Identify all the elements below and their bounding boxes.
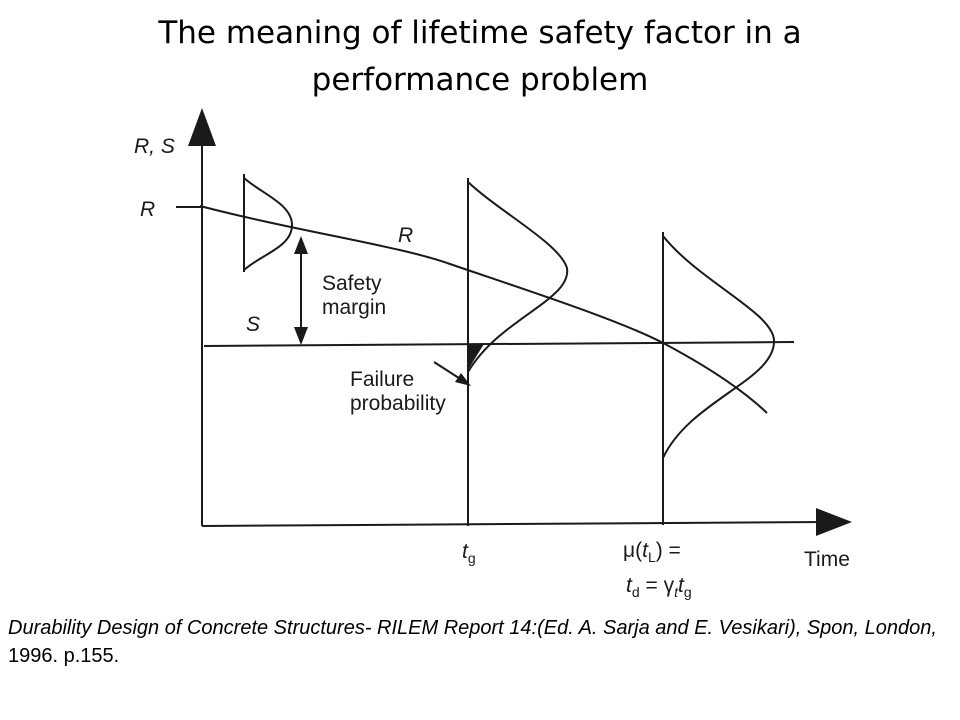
failure-pointer-line [433,361,463,381]
slide-title: The meaning of lifetime safety factor in… [80,10,880,104]
safety-margin-arrowhead-down [294,327,308,345]
tg-label: tg [462,540,476,566]
failure-probability-area [468,344,484,370]
r-tick-label: R [140,198,155,221]
y-axis-label: R, S [134,135,175,158]
safety-margin-label-line2: margin [322,296,386,319]
distribution-curve-tg [467,181,569,373]
y-axis-arrowhead [188,108,216,146]
td-formula-label: td = γttg [626,574,692,600]
x-axis [201,521,829,527]
distribution-curve-tl [662,235,776,459]
failure-probability-label-line2: probability [350,392,446,415]
title-line-1: The meaning of lifetime safety factor in… [158,15,802,51]
mu-tl-label: μ(tL) = [623,539,681,565]
citation: Durability Design of Concrete Structures… [8,614,958,670]
x-axis-label: Time [804,548,850,571]
failure-pointer-arrowhead [455,373,471,386]
distribution-curve-initial [243,177,294,271]
title-line-2: performance problem [311,62,649,98]
r-curve-label: R [398,224,413,247]
citation-normal: 1996. p.155. [8,645,120,667]
s-level-line [203,341,795,347]
x-axis-arrowhead [816,508,852,536]
failure-probability-label-line1: Failure [350,368,414,391]
s-label: S [246,313,260,336]
safety-margin-label-line1: Safety [322,272,382,295]
safety-margin-arrowhead-up [294,236,308,254]
citation-italic: Durability Design of Concrete Structures… [8,617,937,639]
resistance-curve [199,205,768,414]
